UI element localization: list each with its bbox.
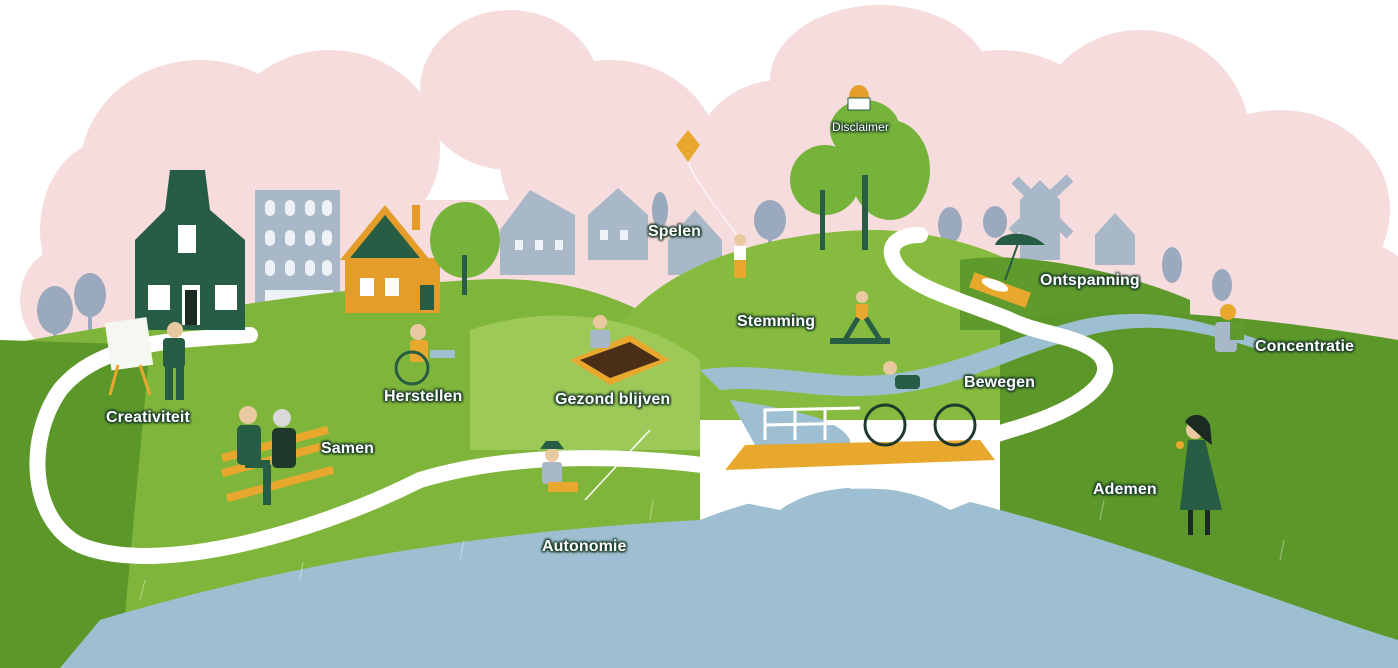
bridge — [725, 406, 1000, 510]
owl-icon — [847, 85, 871, 111]
concentratie-link[interactable]: Concentratie — [1255, 338, 1354, 355]
easel — [104, 317, 154, 396]
grass-tufts — [139, 499, 1285, 601]
bewegen-link[interactable]: Bewegen — [964, 374, 1035, 391]
creativiteit-link[interactable]: Creativiteit — [106, 409, 190, 426]
walking-path — [29, 227, 1114, 564]
spelen-link[interactable]: Spelen — [648, 223, 702, 240]
ademen-link[interactable]: Ademen — [1093, 481, 1157, 498]
autonomie-link[interactable]: Autonomie — [542, 538, 627, 555]
windmill-blades — [1008, 174, 1074, 239]
ontspanning-link[interactable]: Ontspanning — [1040, 272, 1140, 289]
kite — [676, 130, 741, 241]
background-trees — [37, 192, 1232, 345]
samen-link[interactable]: Samen — [321, 440, 374, 457]
dutch-houses — [135, 170, 440, 330]
gezond-blijven-link[interactable]: Gezond blijven — [555, 391, 671, 408]
herstellen-link[interactable]: Herstellen — [384, 388, 463, 405]
disclaimer-link[interactable]: Disclaimer — [832, 120, 890, 134]
stemming-link[interactable]: Stemming — [737, 313, 816, 330]
green-trees — [430, 100, 930, 295]
garden-bed — [570, 335, 670, 385]
people — [163, 234, 1244, 535]
